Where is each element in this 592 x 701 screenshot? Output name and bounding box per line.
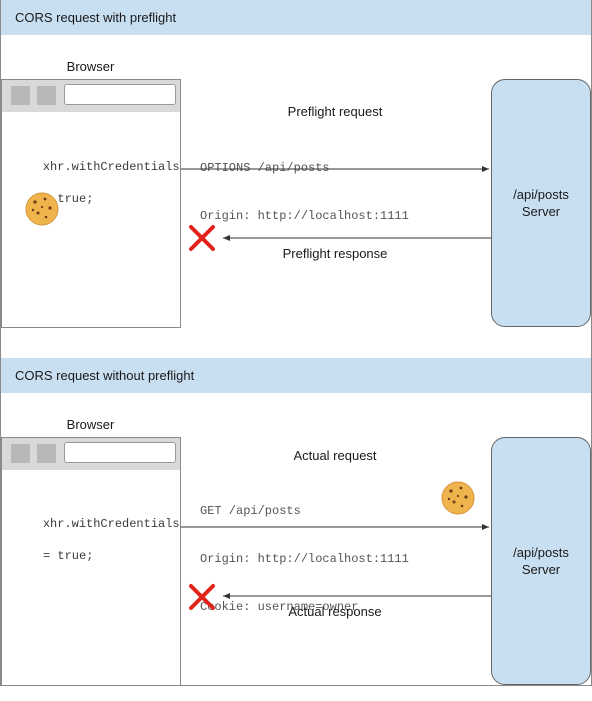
server-path: /api/posts xyxy=(513,545,569,560)
server-label: Server xyxy=(521,562,561,577)
panel-without-preflight: CORS request without preflight Browser x… xyxy=(0,358,592,701)
panel-title: CORS request with preflight xyxy=(15,10,177,25)
browser-window xyxy=(1,437,181,686)
request-line: Cookie: username=owner xyxy=(200,600,359,614)
request-line: Origin: http://localhost:1111 xyxy=(200,552,409,566)
request-label: Actual request xyxy=(293,448,377,463)
panel-graphics xyxy=(181,481,491,610)
server-box: /api/posts Server xyxy=(491,437,591,685)
server-label: Server xyxy=(521,204,561,219)
request-details: GET /api/posts Origin: http://localhost:… xyxy=(200,471,409,647)
toolbar-button-icon xyxy=(37,444,56,463)
request-line: OPTIONS /api/posts xyxy=(200,161,330,175)
browser-toolbar xyxy=(2,438,180,470)
code-line: xhr.withCredentials xyxy=(42,517,180,531)
response-label: Actual response xyxy=(288,604,382,619)
server-box: /api/posts Server xyxy=(491,79,591,327)
browser-window xyxy=(1,79,181,328)
response-label: Preflight response xyxy=(282,246,388,261)
address-bar xyxy=(64,84,176,105)
toolbar-button-icon xyxy=(11,444,30,463)
browser-label: Browser xyxy=(66,417,115,432)
cookie-icon xyxy=(441,481,475,515)
server-path: /api/posts xyxy=(513,187,569,202)
panel-graphics xyxy=(25,166,491,251)
browser-toolbar xyxy=(2,80,180,112)
address-bar xyxy=(64,442,176,463)
cookie-icon xyxy=(25,192,59,226)
request-label: Preflight request xyxy=(287,104,383,119)
panel-header: CORS request without preflight xyxy=(1,358,591,393)
request-line: Origin: http://localhost:1111 xyxy=(200,209,409,223)
request-details: OPTIONS /api/posts Origin: http://localh… xyxy=(200,128,409,256)
request-line: GET /api/posts xyxy=(200,504,301,518)
toolbar-button-icon xyxy=(11,86,30,105)
code-snippet: xhr.withCredentials = true; xyxy=(14,500,180,596)
toolbar-button-icon xyxy=(37,86,56,105)
panel-with-preflight: CORS request with preflight Browser xhr.… xyxy=(0,0,592,343)
panel-header: CORS request with preflight xyxy=(1,0,591,35)
code-line: = true; xyxy=(43,549,94,563)
browser-label: Browser xyxy=(66,59,115,74)
code-line: xhr.withCredentials xyxy=(42,160,180,174)
blocked-x-icon xyxy=(189,584,215,610)
blocked-x-icon xyxy=(189,225,215,251)
panel-title: CORS request without preflight xyxy=(15,368,195,383)
